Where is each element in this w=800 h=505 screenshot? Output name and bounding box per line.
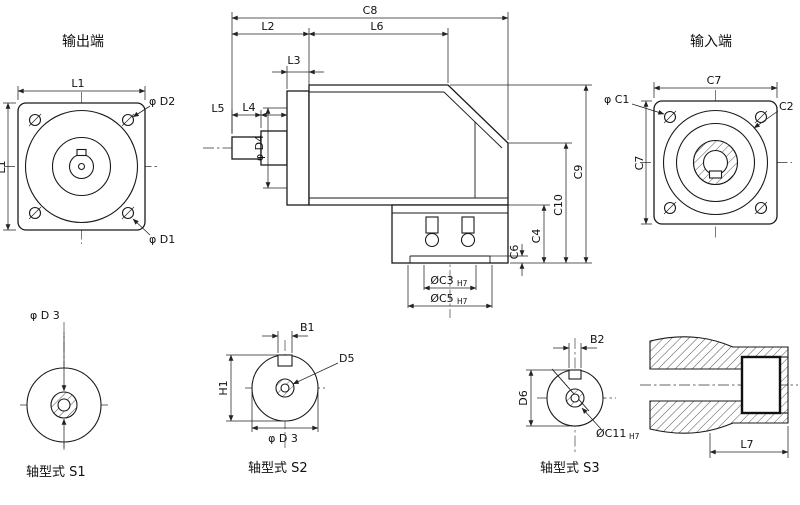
shaft-s3-view: B2 D6 ØC11 H7 轴型式 S3 xyxy=(517,333,640,476)
input-flange-view: 输入端 C7 C7 xyxy=(604,34,794,238)
dim-label-l5: L5 xyxy=(211,102,224,115)
s2-title: 轴型式 S2 xyxy=(248,461,308,476)
input-bore-keyway xyxy=(708,170,723,179)
dim-label-d4: φ D4 xyxy=(253,135,266,161)
bore-end-wall xyxy=(779,356,789,414)
output-flange-circles xyxy=(24,109,139,224)
dim-label-c11-fit: H7 xyxy=(629,432,640,441)
input-flange-bolt-holes xyxy=(663,110,768,215)
dim-label-c7-top: C7 xyxy=(707,74,722,87)
input-flange-dimensions: C7 C7 φ C1 C2 xyxy=(604,74,794,225)
output-flange-dimensions: L1 L1 φ D2 φ D1 xyxy=(0,77,175,246)
output-flange-bolt-holes xyxy=(28,113,135,220)
dim-label-d1: φ D1 xyxy=(149,233,175,246)
dim-label-d5: D5 xyxy=(339,352,354,365)
dim-label-b1: B1 xyxy=(300,321,315,334)
gearbox-housing xyxy=(308,84,509,206)
dim-label-c8: C8 xyxy=(363,4,378,17)
keyway-pocket xyxy=(740,355,782,415)
dim-label-c11: ØC11 xyxy=(596,427,626,440)
mounting-slots xyxy=(424,216,476,248)
output-shaft-keyway xyxy=(76,148,87,157)
dim-label-c5: ØC5 xyxy=(430,292,453,305)
dim-label-c5-fit: H7 xyxy=(457,297,468,306)
gearbox-side-view: C8 L2 L6 L3 L5 L4 φ D4 xyxy=(203,4,592,318)
l7-dimension: L7 xyxy=(709,426,789,458)
output-end-title: 输出端 xyxy=(62,34,104,50)
side-view-outline xyxy=(231,84,509,264)
dim-label-l6: L6 xyxy=(370,20,383,33)
shaft-s2-view: B1 D5 H1 φ D 3 轴型式 S2 xyxy=(217,321,354,476)
input-flange-circles xyxy=(662,109,769,216)
dim-label-l1-left: L1 xyxy=(0,160,8,173)
s2-keyway xyxy=(277,354,293,367)
dim-label-l2: L2 xyxy=(261,20,274,33)
shaft-s1-view: φ D 3 轴型式 S1 xyxy=(20,309,108,480)
dim-label-h1: H1 xyxy=(217,380,230,395)
dim-label-d2: φ D2 xyxy=(149,95,175,108)
s2-dimensions: B1 D5 H1 φ D 3 xyxy=(217,321,354,445)
dim-label-c2: C2 xyxy=(779,100,794,113)
dim-label-c7-left: C7 xyxy=(633,156,646,171)
s3-dimensions: B2 D6 ØC11 H7 xyxy=(517,333,640,441)
dim-label-c1: φ C1 xyxy=(604,93,629,106)
bottom-mounting-block xyxy=(391,204,509,264)
s3-keyway xyxy=(568,369,582,380)
dim-label-b2: B2 xyxy=(590,333,605,346)
dim-label-s2-d3: φ D 3 xyxy=(268,432,298,445)
dim-label-c3-fit: H7 xyxy=(457,279,468,288)
dim-label-c9: C9 xyxy=(572,165,585,180)
bore-section-view: L7 xyxy=(640,336,798,458)
s3-title: 轴型式 S3 xyxy=(540,461,600,476)
dim-label-l1-top: L1 xyxy=(71,77,84,90)
dim-label-l4: L4 xyxy=(242,101,255,114)
dim-label-l7: L7 xyxy=(740,438,753,451)
s1-title: 轴型式 S1 xyxy=(26,465,86,480)
dim-label-d6: D6 xyxy=(517,390,530,405)
input-end-title: 输入端 xyxy=(690,34,732,50)
dim-label-c6: C6 xyxy=(508,245,521,260)
output-flange-view: 输出端 L1 L1 φ xyxy=(0,34,175,246)
input-shaft-large-step xyxy=(260,130,288,166)
dim-label-s1-d3: φ D 3 xyxy=(30,309,60,322)
dim-label-c4: C4 xyxy=(530,229,543,244)
dim-label-l3: L3 xyxy=(287,54,300,67)
side-view-dimensions: C8 L2 L6 L3 L5 L4 φ D4 xyxy=(211,4,592,309)
front-flange-plate xyxy=(286,90,310,206)
dim-label-c10: C10 xyxy=(552,194,565,216)
dim-label-c3: ØC3 xyxy=(430,274,453,287)
